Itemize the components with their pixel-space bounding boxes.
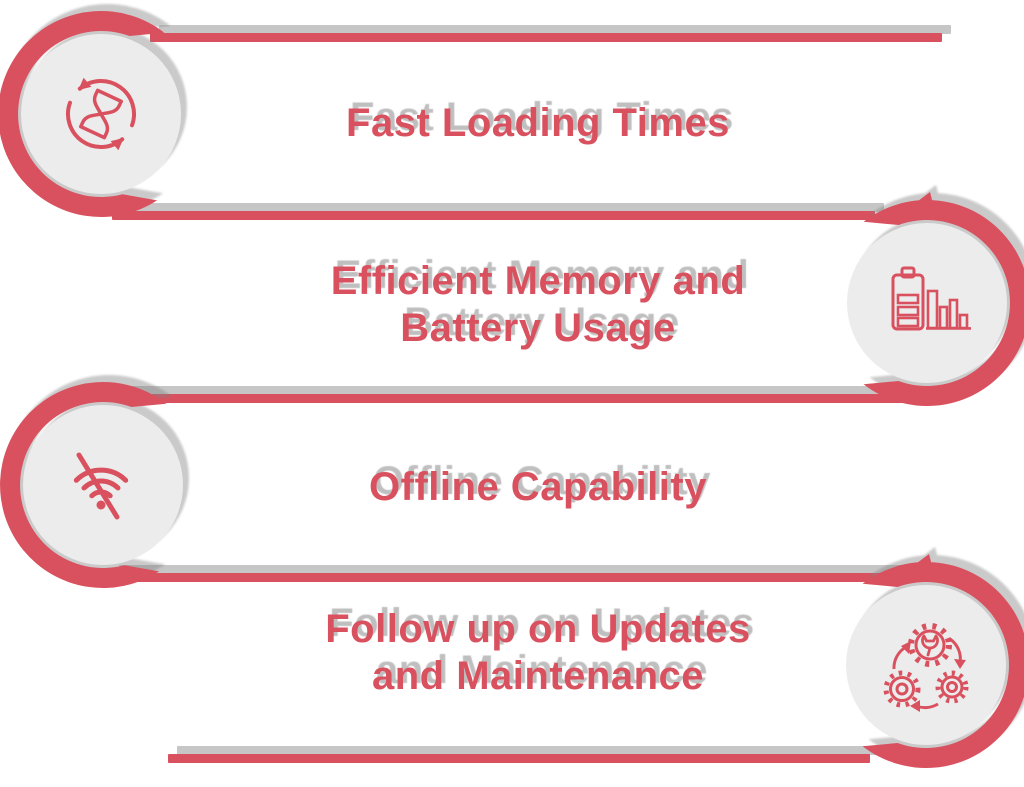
connector-line-2 xyxy=(112,211,875,220)
battery-usage-icon xyxy=(891,266,971,331)
title-line: and Maintenance xyxy=(371,654,704,698)
item-title-memory-battery: Efficient Memory and Battery Usage xyxy=(188,258,888,352)
title-line: Battery Usage xyxy=(400,306,676,350)
item-title-fast-loading: Fast Loading Times xyxy=(188,100,888,147)
gears-maintenance-icon xyxy=(883,623,969,712)
connector-line-3 xyxy=(118,394,935,403)
hourglass-refresh-icon xyxy=(66,77,136,151)
title-line: Follow up on Updates xyxy=(325,607,751,651)
item-title-offline: Offline Capability xyxy=(188,464,888,511)
item-title-maintenance: Follow up on Updates and Maintenance xyxy=(188,606,888,700)
connector-line-4 xyxy=(110,573,900,582)
title-line: Efficient Memory and xyxy=(330,259,746,303)
node-circle-offline xyxy=(0,381,183,588)
title-line: Fast Loading Times xyxy=(346,101,730,145)
title-line: Offline Capability xyxy=(369,465,707,509)
connector-line-1 xyxy=(150,33,942,42)
connector-line-5 xyxy=(168,754,870,763)
wifi-off-icon xyxy=(73,452,129,520)
